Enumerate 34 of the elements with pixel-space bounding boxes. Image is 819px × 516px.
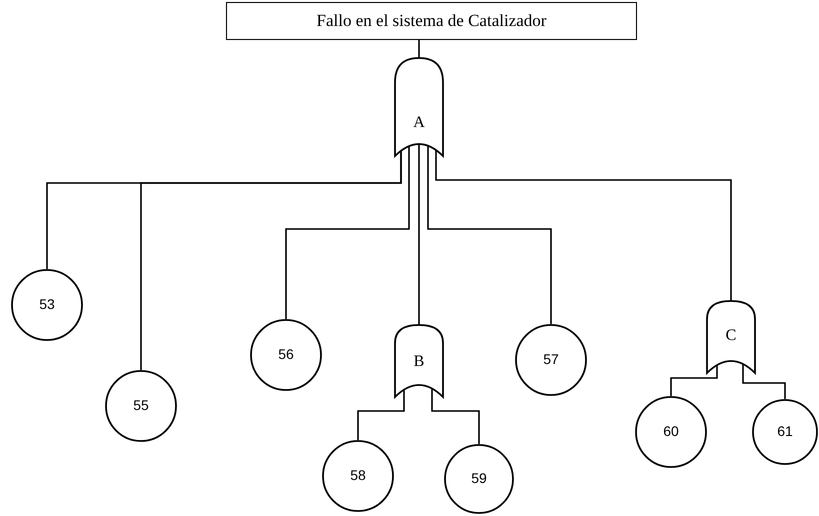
- basic-event-circle: [515, 324, 587, 396]
- event-number: 56: [277, 346, 295, 362]
- gate-label: A: [412, 114, 426, 132]
- basic-event-circle: [444, 444, 514, 514]
- event-number: 55: [132, 397, 150, 413]
- basic-event-circle: [105, 370, 177, 442]
- connector-line: [742, 364, 786, 399]
- connector-line: [285, 146, 410, 319]
- event-title: Fallo en el sistema de Catalizador: [316, 11, 546, 31]
- connector-line: [435, 150, 732, 301]
- or-gate: [395, 58, 443, 156]
- connector-line: [357, 390, 405, 440]
- event-number: 59: [470, 470, 488, 486]
- connector-line: [670, 365, 718, 396]
- basic-event-circle: [322, 440, 394, 512]
- basic-event-circle: [635, 396, 707, 468]
- gate-label: C: [724, 327, 738, 345]
- connector-line: [427, 146, 552, 324]
- event-box: [226, 2, 637, 40]
- or-gate: [395, 325, 443, 397]
- event-number: 57: [542, 351, 560, 367]
- event-number: 60: [662, 423, 680, 439]
- basic-event-circle: [752, 399, 818, 465]
- connector-line: [431, 388, 480, 444]
- basic-event-circle: [250, 319, 322, 391]
- connector-line: [140, 150, 402, 370]
- event-number: 61: [776, 423, 794, 439]
- gate-label: B: [412, 353, 426, 371]
- connector-line: [418, 40, 420, 58]
- or-gate: [707, 301, 755, 373]
- basic-event-circle: [11, 269, 83, 341]
- event-number: 58: [349, 467, 367, 483]
- event-number: 53: [38, 296, 56, 312]
- connector-line: [418, 144, 420, 325]
